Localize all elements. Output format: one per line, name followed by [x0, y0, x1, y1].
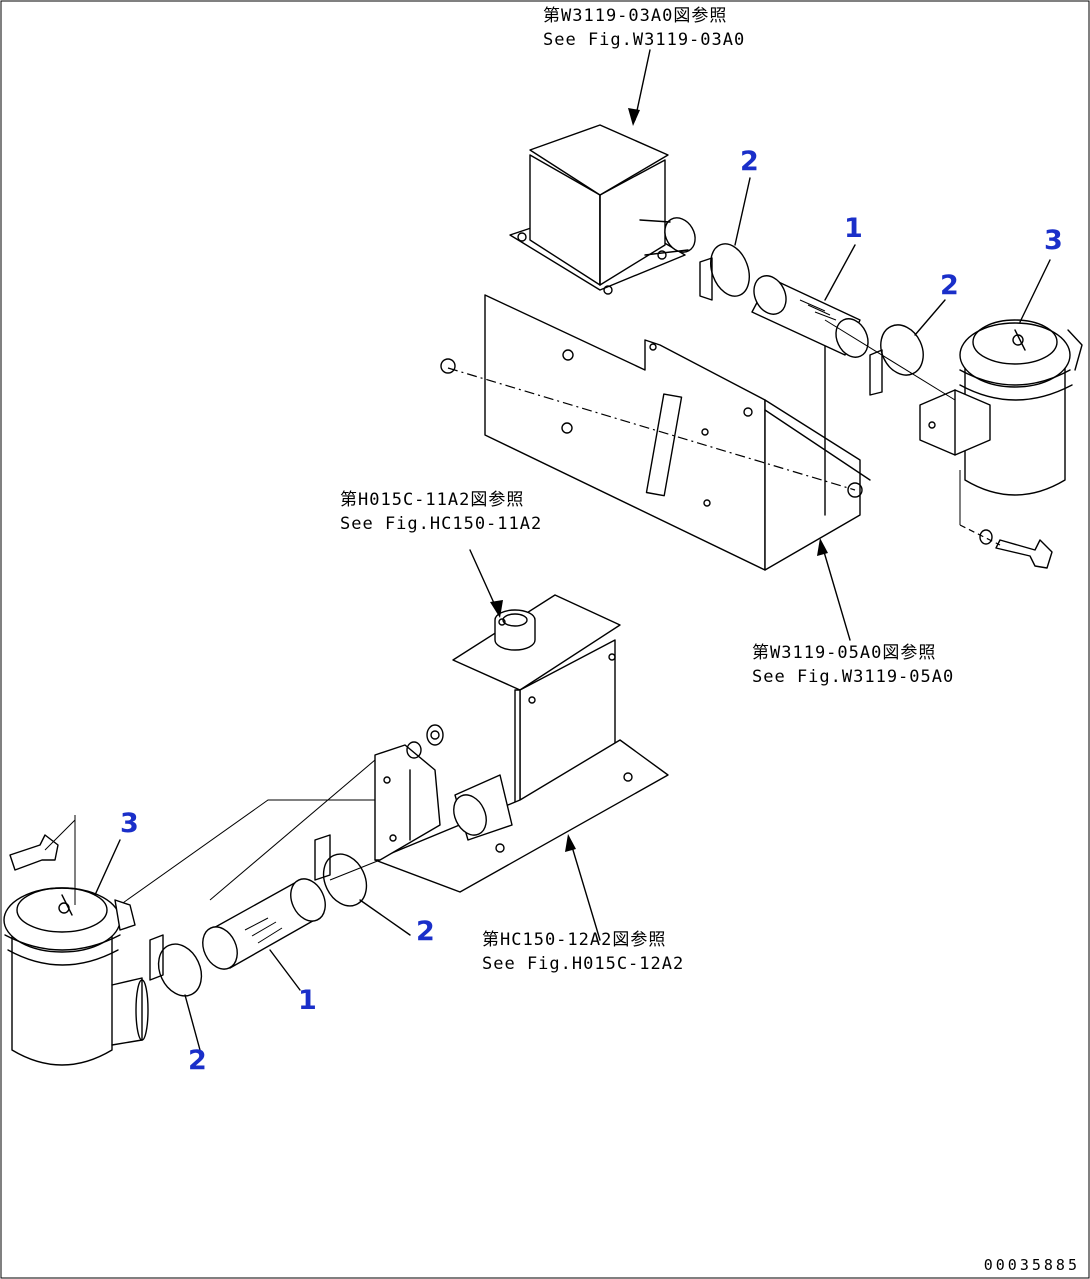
middle-fig-ref-jp: 第H015C-11A2図参照 — [340, 490, 525, 510]
part-number-clamp-top-right[interactable]: 2 — [940, 270, 959, 301]
bottom-hose-assembly — [119, 759, 411, 1051]
right-fig-ref-en[interactable]: See Fig.W3119-05A0 — [752, 667, 955, 687]
top-filter — [824, 259, 1083, 569]
part-number-clamp-bottom-mid[interactable]: 2 — [416, 916, 435, 947]
right-fig-ref-jp: 第W3119-05A0図参照 — [752, 643, 937, 663]
figure-id: 00035885 — [983, 1256, 1080, 1274]
top-tank — [509, 49, 696, 295]
top-hose-assembly — [699, 177, 946, 396]
top-fig-ref-en[interactable]: See Fig.W3119-03A0 — [543, 30, 746, 50]
part-number-filter-bottom[interactable]: 3 — [120, 808, 139, 839]
part-number-hose-bottom[interactable]: 1 — [298, 985, 317, 1016]
top-bracket — [440, 294, 871, 641]
middle-bracket — [374, 724, 669, 941]
bottom-fig-ref-en[interactable]: See Fig.H015C-12A2 — [482, 954, 685, 974]
part-number-clamp-bottom-left[interactable]: 2 — [188, 1045, 207, 1076]
part-number-clamp-top-left[interactable]: 2 — [740, 146, 759, 177]
top-fig-ref-jp: 第W3119-03A0図参照 — [543, 6, 728, 26]
part-number-filter-top[interactable]: 3 — [1044, 225, 1063, 256]
middle-fig-ref-en[interactable]: See Fig.HC150-11A2 — [340, 514, 543, 534]
bottom-fig-ref-jp: 第HC150-12A2図参照 — [482, 930, 667, 950]
part-number-hose-top[interactable]: 1 — [844, 213, 863, 244]
bottom-filter — [3, 815, 149, 1066]
